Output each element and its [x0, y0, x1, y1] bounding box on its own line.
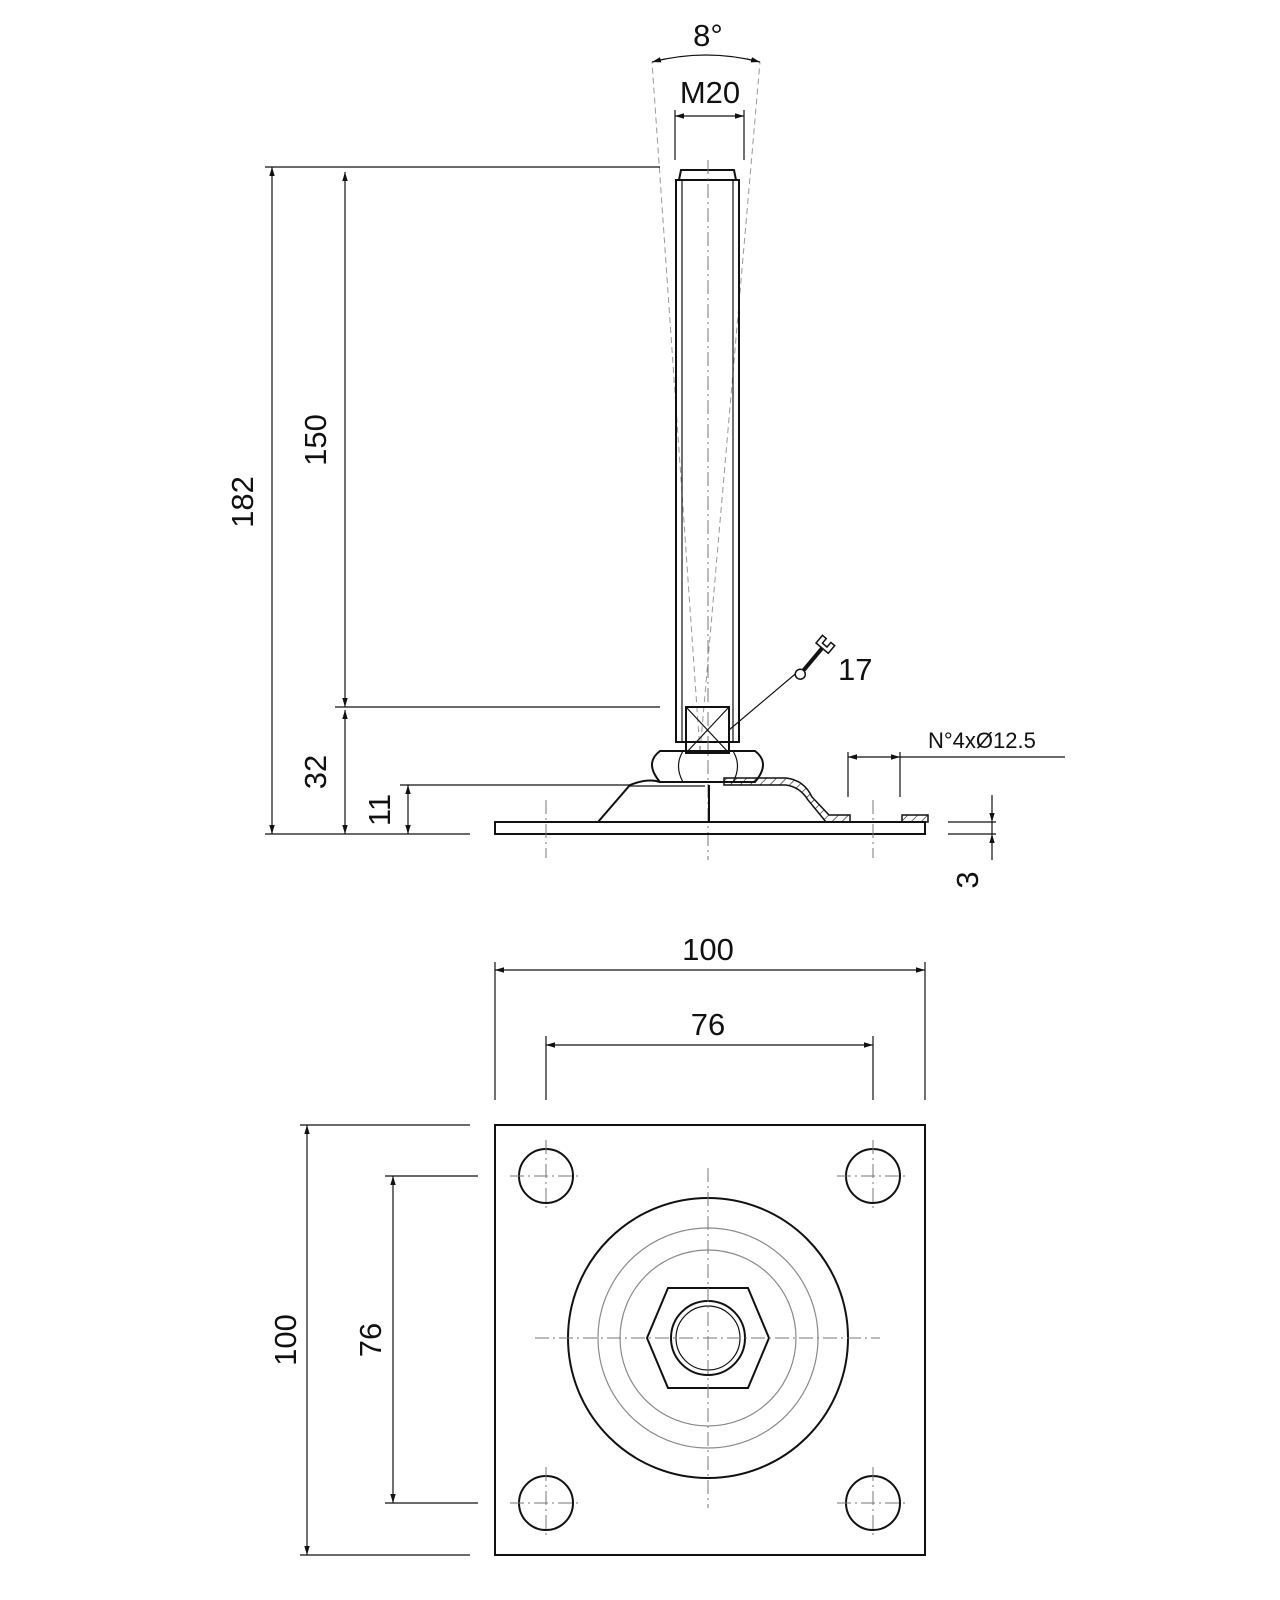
base-cup [597, 777, 929, 823]
top-view: 100 76 100 76 [268, 932, 926, 1556]
side-view: 8° M20 182 150 32 11 3 17 N°4xØ12.5 [225, 18, 1065, 889]
plate-thickness-label: 3 [950, 871, 985, 888]
extension-lines [265, 110, 996, 835]
angle-label: 8° [693, 18, 723, 53]
holes-label: N°4xØ12.5 [928, 728, 1036, 753]
wrench-icon [794, 634, 836, 680]
base-height-label: 32 [298, 755, 333, 789]
plate-height-label: 100 [268, 1314, 303, 1366]
stem-length-label: 150 [298, 414, 333, 466]
mounting-holes [510, 1140, 909, 1539]
threaded-stem [675, 160, 740, 860]
wrench-size-label: 17 [838, 652, 872, 687]
hole-spacing-x-label: 76 [691, 1007, 725, 1042]
thread-label: M20 [680, 75, 740, 110]
total-height-label: 182 [225, 476, 260, 528]
cup-height-label: 11 [362, 794, 397, 826]
hole-spacing-y-label: 76 [353, 1323, 388, 1357]
plate-width-label: 100 [682, 932, 734, 967]
dimension-lines [269, 113, 1065, 860]
base-plate [494, 800, 926, 858]
top-dimensions [300, 962, 926, 1556]
plate-outline [494, 1124, 926, 1556]
wrench-leader [728, 634, 836, 731]
